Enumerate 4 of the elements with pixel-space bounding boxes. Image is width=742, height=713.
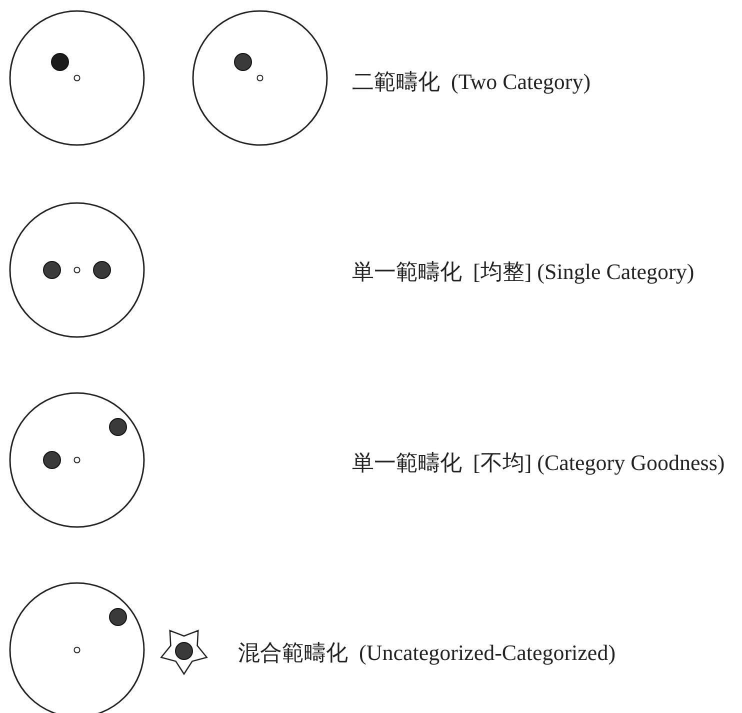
category-label: 単一範疇化 [均整] (Single Category) bbox=[352, 259, 694, 285]
category-label: 混合範疇化 (Uncategorized-Categorized) bbox=[238, 640, 616, 666]
category-label: 二範疇化 (Two Category) bbox=[352, 69, 591, 95]
category-label: 単一範疇化 [不均] (Category Goodness) bbox=[352, 450, 725, 476]
